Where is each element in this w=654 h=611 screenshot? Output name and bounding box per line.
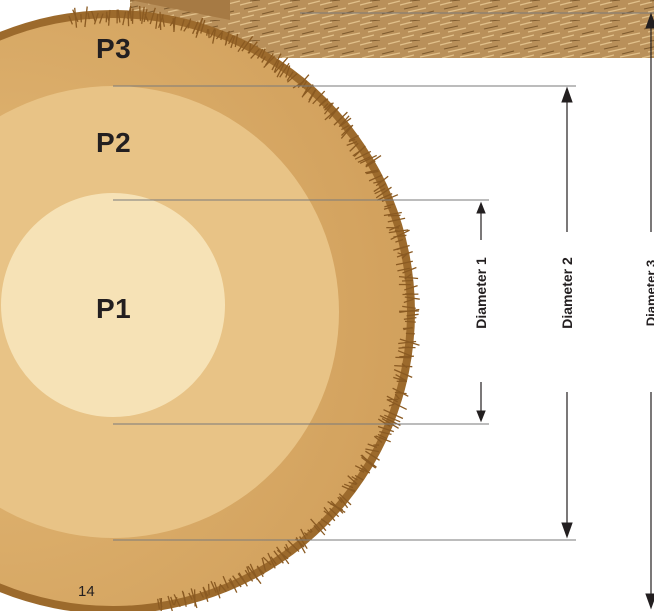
straw-bristle bbox=[219, 585, 220, 591]
zone-label-p3: P3 bbox=[96, 33, 131, 65]
straw-bristle bbox=[399, 356, 414, 357]
straw-bristle bbox=[140, 6, 141, 21]
zone-label-p1: P1 bbox=[96, 293, 131, 325]
straw-bristle bbox=[209, 584, 210, 595]
diameter-3-label: Diameter 3 bbox=[644, 257, 654, 329]
zone-label-p2: P2 bbox=[96, 127, 131, 159]
straw-bristle bbox=[405, 321, 416, 322]
straw-bristle bbox=[133, 9, 134, 24]
straw-bristle bbox=[402, 281, 413, 282]
page-number: 14 bbox=[78, 583, 95, 600]
straw-bristle bbox=[195, 589, 196, 606]
straw-bristle bbox=[160, 12, 161, 30]
straw-bristle bbox=[209, 29, 210, 38]
straw-bristle bbox=[128, 11, 129, 26]
straw-bristle bbox=[387, 399, 398, 400]
diameter-2-label: Diameter 2 bbox=[559, 254, 575, 332]
diameter-1-label: Diameter 1 bbox=[473, 254, 489, 332]
straw-bristle bbox=[388, 215, 401, 216]
